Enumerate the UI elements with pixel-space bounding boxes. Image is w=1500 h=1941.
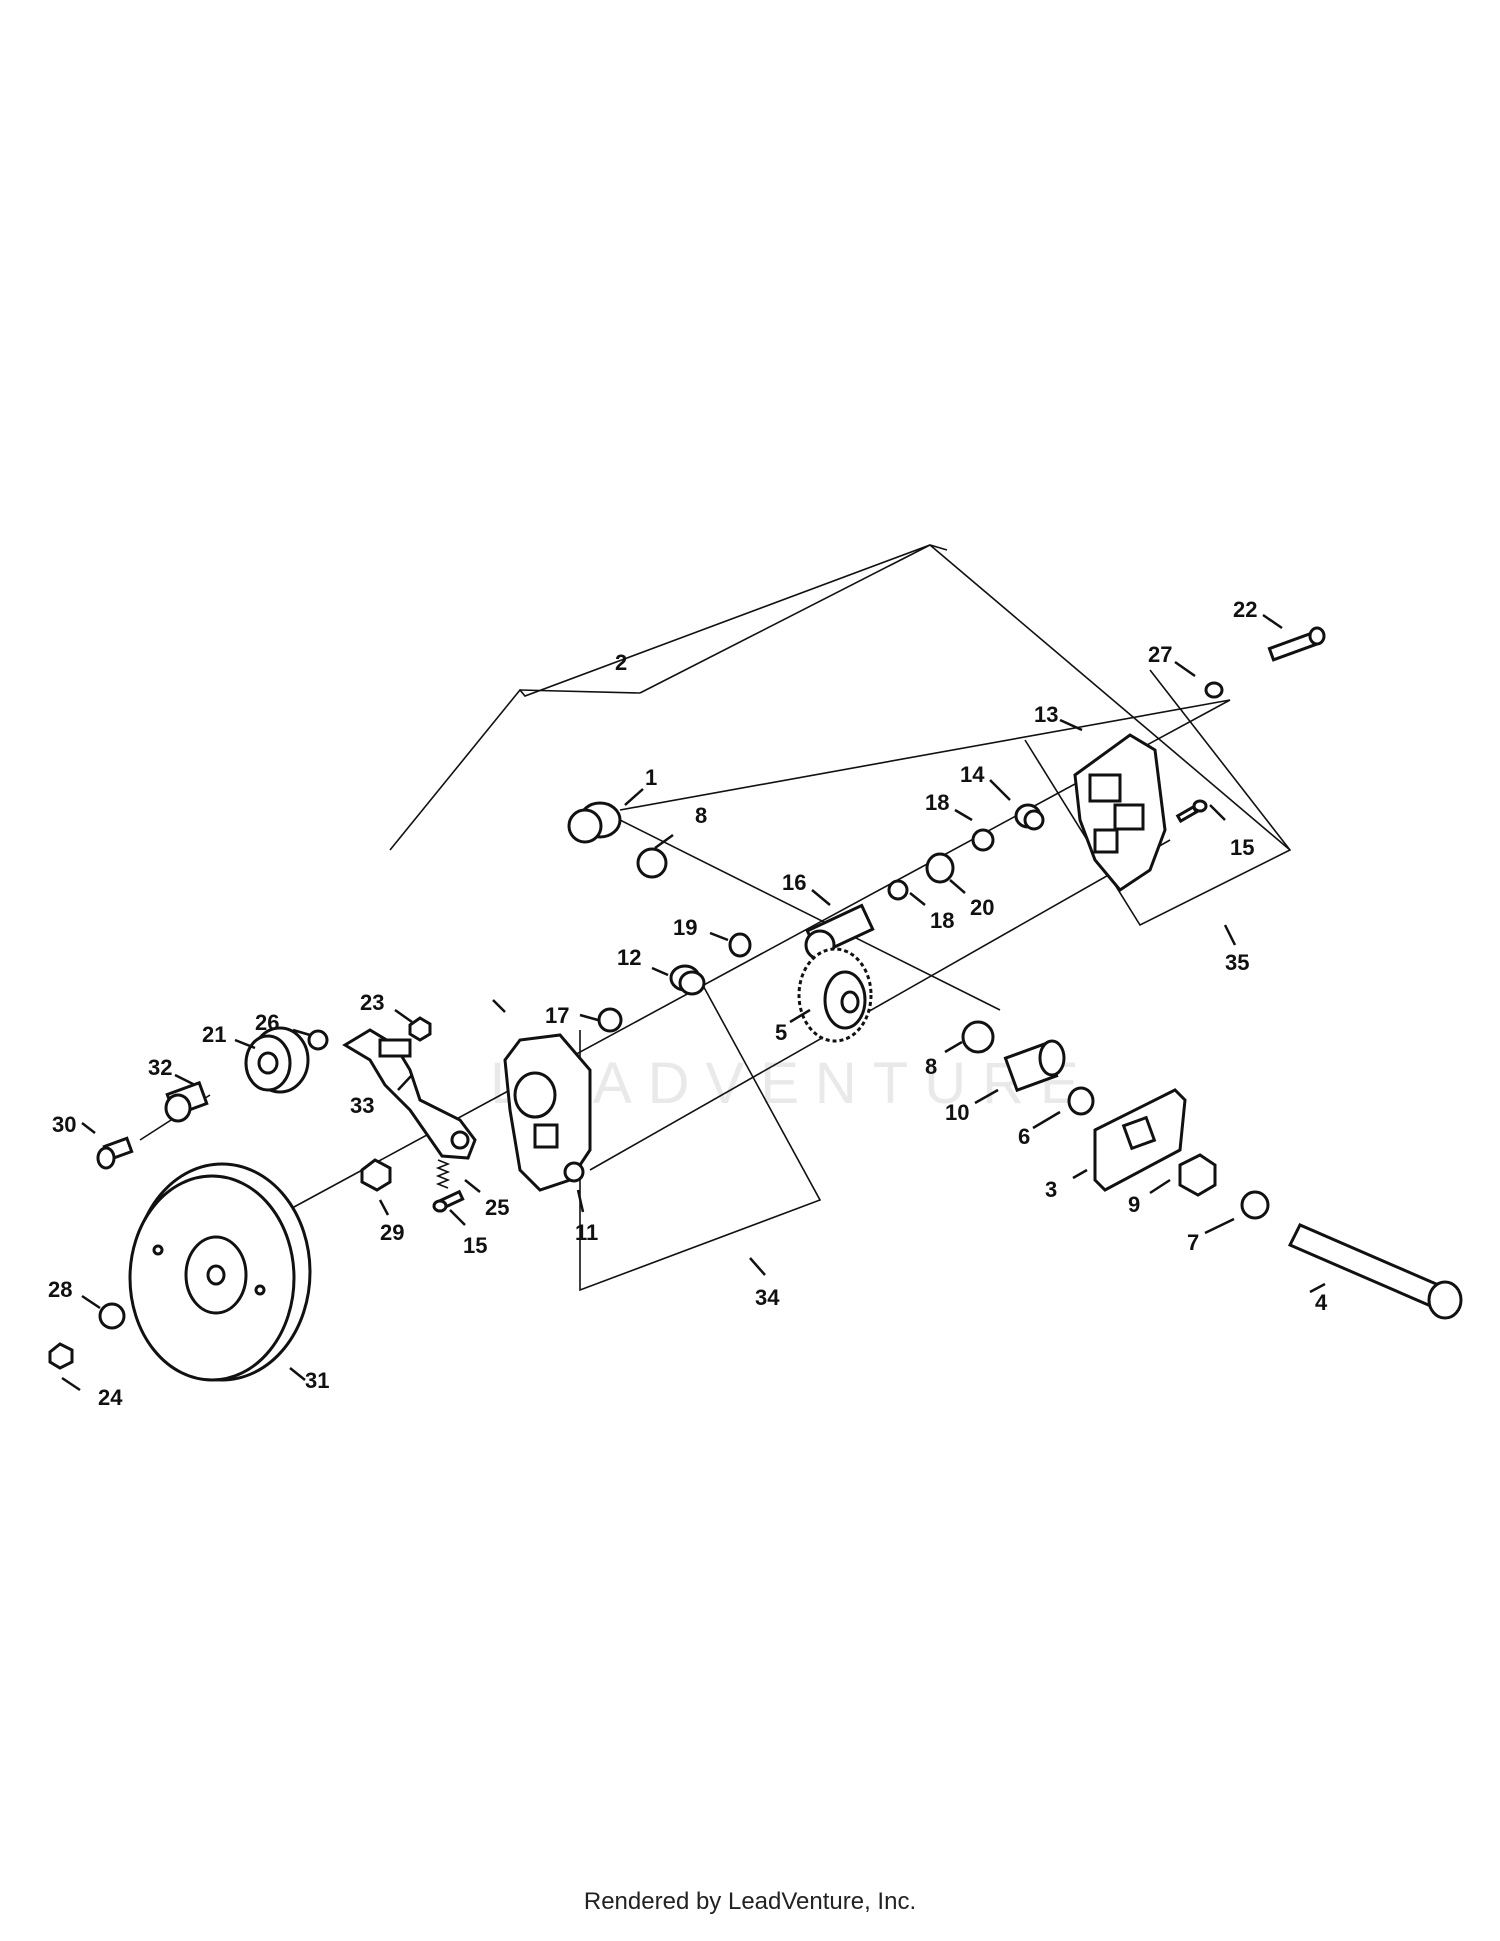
part-7-washer [1240,1190,1270,1220]
part-8-washer-lower [961,1020,995,1054]
callout-34: 34 [755,1285,780,1310]
callout-4: 4 [1315,1290,1328,1315]
callout-21: 21 [202,1022,226,1047]
callout-18-lower: 18 [930,908,954,933]
part-33-idler-arm [342,1028,477,1160]
callout-1: 1 [645,765,657,790]
callout-11: 11 [575,1220,598,1245]
part-21-idler-pulley [244,1026,310,1094]
callout-labels: 1 2 3 4 5 6 7 8 8 9 10 11 12 13 14 15 15… [48,597,1328,1410]
part-5-gear [797,947,873,1043]
part-11-housing-half [503,1033,592,1192]
callout-8-lower: 8 [925,1054,937,1079]
part-1-bushing [567,801,622,844]
callout-10: 10 [945,1100,969,1125]
callout-12: 12 [617,945,641,970]
part-16-worm-shaft [804,903,875,961]
callout-20: 20 [970,895,994,920]
callout-22: 22 [1233,597,1257,622]
callout-14: 14 [960,762,985,787]
part-28-washer [98,1302,126,1330]
callout-26: 26 [255,1010,279,1035]
callout-6: 6 [1018,1124,1030,1149]
callout-29: 29 [380,1220,404,1245]
callout-27: 27 [1148,642,1172,667]
part-3-plate [1093,1088,1187,1192]
callout-33: 33 [350,1093,374,1118]
callout-19: 19 [673,915,697,940]
part-9-hex-bushing [1178,1153,1217,1197]
part-15-screw-b [432,1189,465,1213]
part-18-washer-a [971,828,995,852]
part-25-spring [435,1159,451,1189]
callout-24: 24 [98,1385,123,1410]
part-32-spacer [164,1080,209,1123]
part-6-ring [1067,1086,1095,1116]
part-27-washer [1204,681,1224,699]
part-14-bushing [1014,803,1045,831]
axis-line-lower [589,839,1171,1171]
part-8-washer [636,847,668,879]
part-12-bushing [669,964,706,996]
callout-35: 35 [1225,950,1249,975]
callout-25: 25 [485,1195,509,1220]
part-15-screw-a [1175,799,1208,824]
axis-line-gear [599,809,1001,1011]
footer-credit: Rendered by LeadVenture, Inc. [583,1888,917,1915]
part-4-axle-shaft [1287,1223,1463,1320]
callout-32: 32 [148,1055,172,1080]
callout-9: 9 [1128,1192,1140,1217]
part-30-bolt [96,1136,134,1170]
callout-5: 5 [775,1020,787,1045]
assembly-bracket-2 [389,544,1291,851]
callout-7: 7 [1187,1230,1199,1255]
callout-31: 31 [305,1368,329,1393]
callout-2: 2 [615,650,627,675]
callout-8-upper: 8 [695,803,707,828]
axis-line-upper [619,699,1231,811]
callout-3: 3 [1045,1177,1057,1202]
part-22-bolt [1267,626,1326,662]
part-20-bearing [925,852,955,884]
callout-17: 17 [545,1003,569,1028]
callout-16: 16 [782,870,806,895]
callout-15-left: 15 [463,1233,487,1258]
part-31-drive-pulley [128,1162,312,1382]
part-17-ring [597,1007,623,1033]
part-13-housing-half [1073,733,1167,892]
callout-13: 13 [1034,702,1058,727]
part-23-nut [408,1016,432,1042]
part-24-nut [48,1342,74,1370]
callout-23: 23 [360,990,384,1015]
leader-lines [61,613,1326,1392]
part-10-bushing [1003,1039,1066,1093]
assembly-bracket-35 [1024,669,1292,927]
callout-28: 28 [48,1277,72,1302]
part-19-ring [728,932,752,958]
callout-15-right: 15 [1230,835,1254,860]
callout-30: 30 [52,1112,76,1137]
part-18-washer-b [887,879,909,901]
part-26-washer [307,1029,329,1051]
part-29-nut [360,1158,392,1192]
callout-18-upper: 18 [925,790,949,815]
